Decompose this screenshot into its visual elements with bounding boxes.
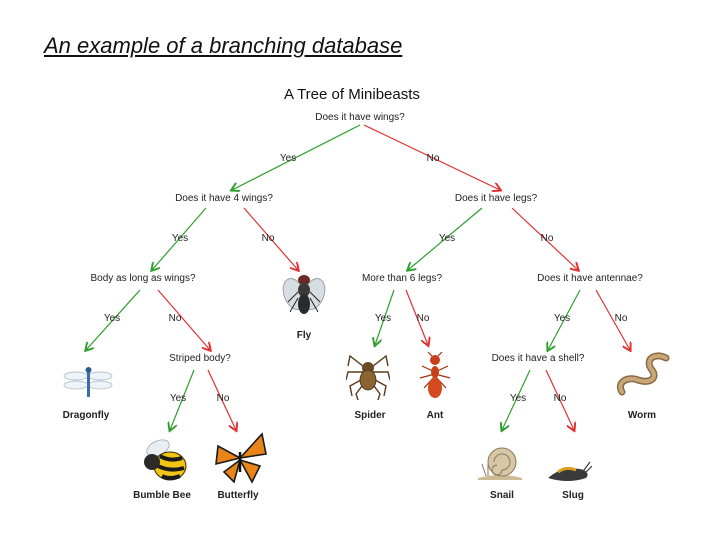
answer-six-no: No <box>416 313 430 324</box>
answer-legs-yes: Yes <box>438 233 456 244</box>
label-ant: Ant <box>426 410 444 421</box>
question-wings: Does it have wings? <box>315 112 405 123</box>
slide-title: An example of a branching database <box>44 33 403 58</box>
arrow-four-wings-no <box>243 207 298 270</box>
question-antennae: Does it have antennae? <box>537 273 643 284</box>
answer-legs-no: No <box>540 233 554 244</box>
arrow-shell-no <box>545 369 574 430</box>
arrow-six-no <box>405 289 428 345</box>
answer-antennae-no: No <box>614 313 628 324</box>
label-snail: Snail <box>490 490 514 501</box>
question-shell: Does it have a shell? <box>491 353 585 364</box>
arrow-body-yes <box>86 289 141 350</box>
label-fly: Fly <box>296 330 312 341</box>
bumble-bee-icon <box>144 439 187 481</box>
label-slug: Slug <box>562 490 584 501</box>
answer-four-wings-no: No <box>261 233 275 244</box>
diagram-title: A Tree of Minibeasts <box>284 86 420 103</box>
answer-wings-no: No <box>426 153 440 164</box>
question-four-wings: Does it have 4 wings? <box>175 193 273 204</box>
answer-shell-no: No <box>553 393 567 404</box>
label-butterfly: Butterfly <box>217 490 259 501</box>
answer-body-no: No <box>168 313 182 324</box>
arrow-shell-yes <box>502 369 531 430</box>
label-bumble-bee: Bumble Bee <box>133 490 191 501</box>
arrow-wings-yes <box>232 124 361 190</box>
question-more-six-legs: More than 6 legs? <box>361 273 443 284</box>
answer-body-yes: Yes <box>103 313 121 324</box>
arrow-striped-no <box>207 369 236 430</box>
arrow-antennae-yes <box>548 289 581 350</box>
snail-icon <box>478 447 522 480</box>
question-striped: Striped body? <box>169 353 231 364</box>
answer-striped-yes: Yes <box>169 393 187 404</box>
arrow-four-wings-yes <box>152 207 207 270</box>
answer-striped-no: No <box>216 393 230 404</box>
arrow-striped-yes <box>170 369 195 430</box>
ant-icon <box>419 352 451 398</box>
butterfly-icon <box>215 432 267 484</box>
label-spider: Spider <box>354 410 386 421</box>
slug-icon <box>548 461 592 481</box>
arrow-wings-no <box>363 124 500 190</box>
question-body-long: Body as long as wings? <box>90 273 196 284</box>
arrow-legs-yes <box>408 207 483 270</box>
dragonfly-icon <box>63 367 113 397</box>
arrow-six-yes <box>375 289 395 345</box>
label-worm: Worm <box>627 410 657 421</box>
label-dragonfly: Dragonfly <box>62 410 110 421</box>
arrow-legs-no <box>511 207 578 270</box>
arrow-body-no <box>157 289 210 350</box>
spider-icon <box>346 354 390 400</box>
fly-icon <box>282 275 326 314</box>
answer-wings-yes: Yes <box>279 153 297 164</box>
answer-shell-yes: Yes <box>509 393 527 404</box>
answer-six-yes: Yes <box>374 313 392 324</box>
answer-four-wings-yes: Yes <box>171 233 189 244</box>
question-legs: Does it have legs? <box>454 193 538 204</box>
answer-antennae-yes: Yes <box>553 313 571 324</box>
arrow-antennae-no <box>595 289 630 350</box>
worm-icon <box>617 352 670 396</box>
